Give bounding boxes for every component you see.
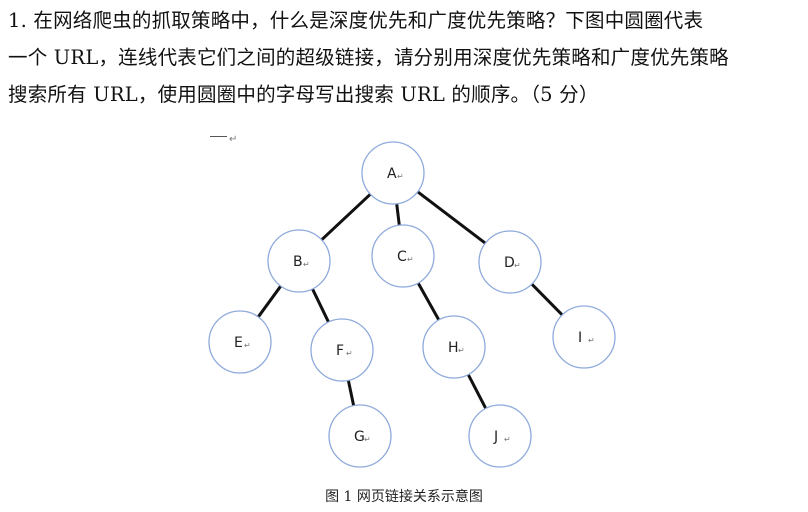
- edge-h-j: [466, 373, 488, 410]
- question-line-1: 1. 在网络爬虫的抓取策略中，什么是深度优先和广度优先策略？下图中圆圈代表: [8, 9, 704, 32]
- node-h: H↵: [422, 315, 486, 379]
- node-d: D↵: [478, 230, 542, 294]
- node-paragraph-mark: ↵: [504, 435, 511, 444]
- node-paragraph-mark: ↵: [364, 435, 371, 444]
- edge-d-i: [530, 282, 564, 317]
- node-label-c: C: [397, 249, 407, 265]
- node-circle-e: [208, 310, 272, 374]
- edge-a-d: [416, 190, 487, 245]
- question-line-2: 一个 URL，连线代表它们之间的超级链接，请分别用深度优先策略和广度优先策略: [8, 46, 729, 69]
- node-i: I↵: [552, 305, 616, 369]
- edge-f-g: [346, 378, 356, 408]
- node-paragraph-mark: ↵: [458, 346, 465, 355]
- text-cursor-mark: ↵: [210, 134, 237, 152]
- node-label-h: H: [448, 340, 459, 356]
- node-label-d: D: [504, 255, 515, 271]
- node-label-b: B: [293, 254, 303, 270]
- question-line-3: 搜索所有 URL，使用圆圈中的字母写出搜索 URL 的顺序。（5 分）: [8, 83, 599, 106]
- node-a: A↵: [361, 141, 425, 205]
- node-circle-j: [468, 404, 532, 468]
- node-label-g: G: [354, 429, 365, 445]
- edge-b-f: [310, 287, 331, 324]
- node-circle-a: [361, 141, 425, 205]
- node-b: B↵: [267, 229, 331, 293]
- node-label-f: F: [336, 343, 344, 359]
- node-label-j: J: [493, 429, 498, 445]
- node-paragraph-mark: ↵: [397, 172, 404, 181]
- node-circle-i: [552, 305, 616, 369]
- node-e: E↵: [208, 310, 272, 374]
- tree-edges: [256, 190, 564, 410]
- node-circle-h: [422, 315, 486, 379]
- node-paragraph-mark: ↵: [303, 260, 310, 269]
- node-circle-b: [267, 229, 331, 293]
- node-paragraph-mark: ↵: [588, 336, 595, 345]
- node-paragraph-mark: ↵: [407, 255, 414, 264]
- node-circle-f: [310, 318, 374, 382]
- node-label-i: I: [578, 330, 582, 346]
- node-label-a: A: [387, 166, 397, 182]
- node-paragraph-mark: ↵: [514, 261, 521, 270]
- edge-a-c: [395, 202, 401, 227]
- node-c: C↵: [371, 224, 435, 288]
- cursor-bar: [210, 136, 227, 137]
- edge-b-e: [256, 284, 283, 319]
- node-f: F↵: [310, 318, 374, 382]
- tree-nodes: A↵B↵C↵D↵E↵F↵H↵I↵G↵J↵: [208, 141, 616, 468]
- node-label-e: E: [234, 335, 243, 351]
- node-paragraph-mark: ↵: [346, 349, 353, 358]
- node-g: G↵: [328, 404, 392, 468]
- figure-caption: 图 1 网页链接关系示意图: [325, 489, 483, 505]
- question-text: 1. 在网络爬虫的抓取策略中，什么是深度优先和广度优先策略？下图中圆圈代表 一个…: [8, 2, 804, 113]
- edge-c-h: [416, 281, 441, 322]
- node-circle-g: [328, 404, 392, 468]
- node-j: J↵: [468, 404, 532, 468]
- node-circle-c: [371, 224, 435, 288]
- paragraph-mark: ↵: [229, 134, 238, 145]
- edge-a-b: [320, 192, 372, 242]
- node-circle-d: [478, 230, 542, 294]
- node-paragraph-mark: ↵: [244, 341, 251, 350]
